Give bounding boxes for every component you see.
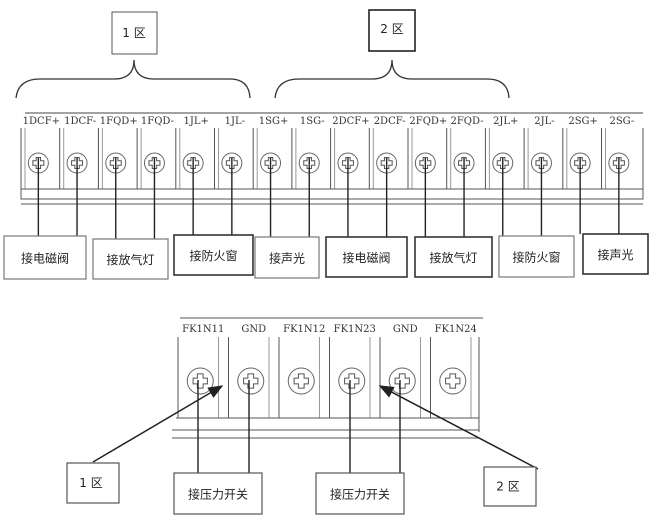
terminal-label: 2JL+ xyxy=(493,116,518,127)
zone-box-2: 2 区 xyxy=(368,9,416,52)
connection-box xyxy=(498,235,575,278)
terminal-label: 2DCF+ xyxy=(332,116,369,127)
connection-box-label: 接声光 xyxy=(597,247,633,262)
connection-box xyxy=(315,472,405,515)
terminal-label: 2DCF- xyxy=(374,116,406,127)
terminal-label: 1JL- xyxy=(225,116,245,127)
block-rail xyxy=(20,188,644,200)
terminal-label: FK1N23 xyxy=(334,324,376,335)
connection-box xyxy=(173,234,254,276)
terminal-label: GND xyxy=(241,324,266,335)
connection-box xyxy=(414,236,493,278)
top-terminal-block: 1DCF+ 1DCF- 1FQD+1FQD- 1JL+ 1JL- 1SG+ 1SG- 2DCF… xyxy=(20,112,644,239)
connection-box xyxy=(582,233,649,275)
terminal-label: 2SG+ xyxy=(568,116,598,127)
connection-box-label: 接声光 xyxy=(269,251,305,266)
screw-cross-icon xyxy=(394,373,410,389)
connection-box-label: 接压力开关 xyxy=(188,487,248,502)
connection-box xyxy=(254,236,320,279)
terminal-label: 1SG- xyxy=(300,116,325,127)
connection-box xyxy=(173,472,263,515)
terminal-label: 1JL+ xyxy=(183,116,208,127)
terminal-label: 1FQD+ xyxy=(100,116,138,127)
terminal-label: 2FQD+ xyxy=(409,116,447,127)
connection-box xyxy=(92,238,169,280)
screw-cross-icon xyxy=(293,373,309,389)
terminal-label: 2SG- xyxy=(609,116,634,127)
connection-box-label: 接电磁阀 xyxy=(21,251,69,266)
top-connection-boxes: 接电磁阀 接放气灯 接防火窗 接声光 接电磁阀 接放气灯 接防火窗 接声光 xyxy=(3,233,649,280)
arrow-zone-1 xyxy=(92,385,224,463)
brace-zone-1 xyxy=(15,59,251,99)
arrow-zone-2 xyxy=(378,385,539,470)
screw-cross-icon xyxy=(344,373,360,389)
zone-box xyxy=(66,462,120,504)
connection-box xyxy=(325,236,408,278)
connection-box-label: 接电磁阀 xyxy=(342,250,390,265)
terminal-label: 1DCF+ xyxy=(23,116,60,127)
zone-box-label: 2 区 xyxy=(496,480,519,494)
terminal-label: 1DCF- xyxy=(64,116,96,127)
connection-box-label: 接放气灯 xyxy=(106,252,154,267)
terminal-label: FK1N24 xyxy=(435,324,477,335)
terminal-label: 1SG+ xyxy=(259,116,289,127)
screw-cross-icon xyxy=(192,373,208,389)
zone-box-2-label: 2 区 xyxy=(380,22,403,36)
zone-box-1: 1 区 xyxy=(111,11,158,55)
terminal-label: 1FQD- xyxy=(141,116,174,127)
screw-cross-icon xyxy=(243,373,259,389)
zone-box-label: 1 区 xyxy=(79,476,102,490)
bottom-terminal-block: FK1N11 GND FK1N12 FK1N23 GND FK1N24 xyxy=(172,317,483,473)
zone-box-1-label: 1 区 xyxy=(122,26,145,40)
connection-box-label: 接防火窗 xyxy=(189,248,237,263)
terminal-label: GND xyxy=(393,324,418,335)
zone-box xyxy=(483,466,537,507)
terminal-label: FK1N11 xyxy=(182,324,224,335)
terminal-label: FK1N12 xyxy=(283,324,325,335)
terminal-label: 2JL- xyxy=(534,116,554,127)
brace-zone-2 xyxy=(274,59,510,99)
connection-box-label: 接放气灯 xyxy=(429,250,477,265)
terminal-label: 2FQD- xyxy=(451,116,484,127)
connection-box xyxy=(3,235,87,280)
connection-box-label: 接防火窗 xyxy=(512,250,560,265)
connection-box-label: 接压力开关 xyxy=(330,487,390,502)
screw-cross-icon xyxy=(445,373,461,389)
